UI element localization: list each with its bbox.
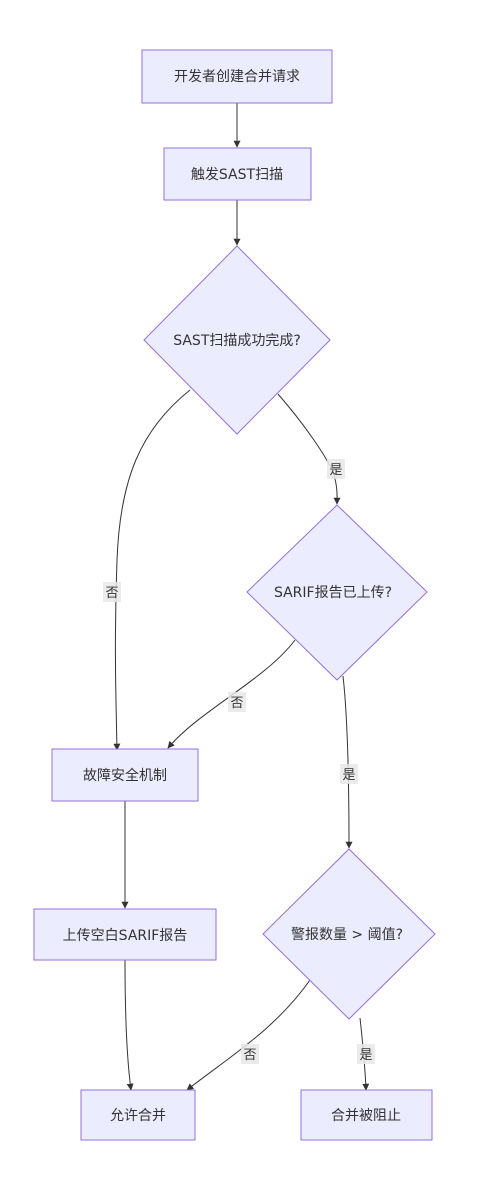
decision-sarif-uploaded-label: SARIF报告已上传? (274, 585, 392, 601)
edge-label-threshold-no: 否 (241, 1044, 259, 1064)
decision-alert-threshold-label: 警报数量 > 阈值? (291, 927, 403, 943)
edge-label-sarif-yes: 是 (340, 764, 358, 784)
edge-upload-to-allow (124, 959, 134, 1091)
edge-label-sarif-no-text: 否 (230, 696, 243, 711)
edge-label-scan-no: 否 (103, 582, 121, 602)
node-allow-merge-label: 允许合并 (110, 1108, 166, 1124)
edge-scan-no (113, 389, 191, 751)
node-upload-empty-label: 上传空白SARIF报告 (63, 928, 188, 944)
edge-label-threshold-no-text: 否 (243, 1048, 256, 1063)
edge-label-sarif-yes-text: 是 (342, 768, 355, 783)
decision-scan-success: SAST扫描成功完成? (143, 245, 331, 435)
decision-scan-success-label: SAST扫描成功完成? (173, 333, 301, 349)
edge-label-scan-yes: 是 (327, 459, 345, 479)
edge-label-threshold-yes: 是 (357, 1044, 375, 1064)
node-create-pr-label: 开发者创建合并请求 (174, 69, 300, 85)
node-allow-merge: 允许合并 (80, 1089, 196, 1141)
edge-label-scan-no-text: 否 (105, 586, 118, 601)
node-upload-empty: 上传空白SARIF报告 (33, 908, 217, 961)
node-failsafe: 故障安全机制 (51, 748, 199, 802)
edge-label-sarif-no: 否 (228, 692, 246, 712)
edge-label-threshold-yes-text: 是 (359, 1048, 372, 1063)
edge-scan-yes (277, 393, 341, 505)
node-create-pr: 开发者创建合并请求 (141, 49, 333, 104)
decision-alert-threshold: 警报数量 > 阈值? (262, 848, 436, 1020)
decision-sarif-uploaded: SARIF报告已上传? (246, 504, 428, 681)
node-trigger-sast: 触发SAST扫描 (163, 147, 312, 201)
edge-threshold-no (186, 979, 311, 1091)
edge-sarif-yes (342, 675, 353, 849)
node-merge-blocked: 合并被阻止 (300, 1089, 433, 1141)
node-merge-blocked-label: 合并被阻止 (331, 1108, 401, 1124)
node-trigger-sast-label: 触发SAST扫描 (191, 167, 283, 183)
node-failsafe-label: 故障安全机制 (83, 767, 167, 784)
edge-label-scan-yes-text: 是 (329, 463, 342, 478)
